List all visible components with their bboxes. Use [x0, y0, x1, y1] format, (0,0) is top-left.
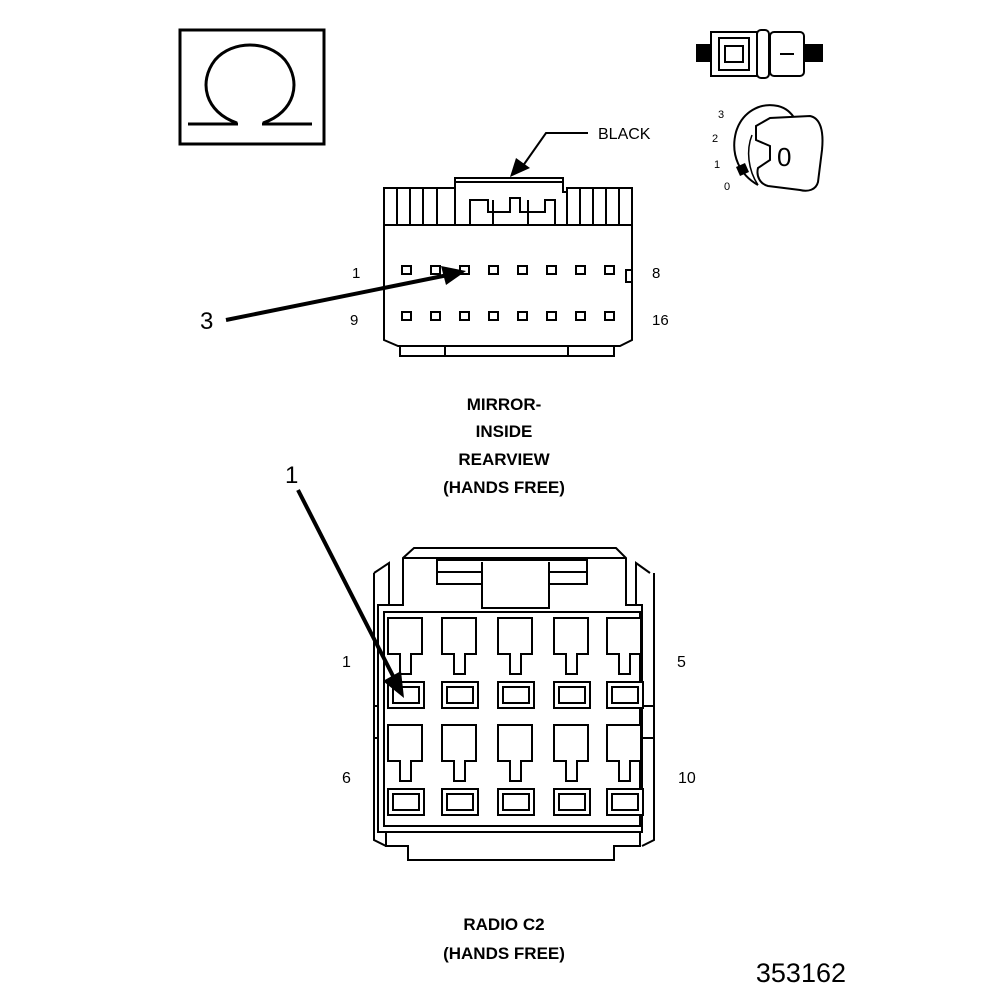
mirror-cavity-13: [517, 311, 528, 321]
mirror-caption-line-4: (HANDS FREE): [443, 478, 565, 497]
radio-cavity-6: [387, 724, 425, 816]
key-position-2: 2: [712, 133, 718, 145]
key-label: 0: [777, 142, 791, 172]
connector-plug-icon: [696, 29, 823, 79]
mirror-pin-label-1: 1: [352, 265, 360, 282]
mirror-pin-row-1: [401, 265, 615, 275]
mirror-cavity-4: [488, 265, 499, 275]
mirror-cavity-11: [459, 311, 470, 321]
color-label: BLACK: [598, 126, 651, 143]
radio-pin-label-1: 1: [342, 654, 351, 671]
mirror-pin-label-9: 9: [350, 312, 358, 329]
radio-cavity-9: [553, 724, 591, 816]
mirror-pin-label-16: 16: [652, 312, 669, 329]
mirror-connector: [383, 177, 633, 357]
key-position-1: 1: [714, 159, 720, 171]
radio-pin-label-5: 5: [677, 654, 686, 671]
radio-cavity-2: [441, 617, 479, 709]
mirror-pin-row-2: [401, 311, 615, 321]
key-position-3: 3: [718, 109, 724, 121]
mirror-pin-label-8: 8: [652, 265, 660, 282]
key-position-0: 0: [724, 181, 730, 193]
callout-1-label: 1: [285, 462, 298, 489]
radio-cavity-1: [387, 617, 425, 709]
radio-cavity-4: [553, 617, 591, 709]
mirror-caption-line-3: REARVIEW: [458, 450, 550, 469]
mirror-cavity-10: [430, 311, 441, 321]
radio-cavity-3: [497, 617, 535, 709]
callout-1-arrow: [296, 489, 404, 698]
radio-cavity-7: [441, 724, 479, 816]
radio-pin-label-10: 10: [678, 770, 696, 787]
radio-cavity-5: [606, 617, 644, 709]
ohm-symbol-icon: [178, 28, 326, 146]
mirror-cavity-14: [546, 311, 557, 321]
mirror-cavity-5: [517, 265, 528, 275]
mirror-cavity-8: [604, 265, 615, 275]
radio-caption-line-1: RADIO C2: [463, 915, 545, 934]
ignition-key-icon: 3 2 1 0 0: [712, 104, 824, 193]
callout-3-label: 3: [200, 308, 213, 335]
mirror-cavity-12: [488, 311, 499, 321]
callout-3-arrow: [225, 266, 466, 322]
radio-caption-line-2: (HANDS FREE): [443, 944, 565, 963]
radio-cavity-10: [606, 724, 644, 816]
mirror-caption-line-2: INSIDE: [475, 422, 533, 441]
color-leader-arrow: [510, 132, 588, 177]
mirror-caption-line-1: MIRROR-: [466, 395, 542, 414]
mirror-cavity-1: [401, 265, 412, 275]
figure-number: 353162: [755, 958, 846, 988]
radio-terminal-cells: [387, 617, 644, 816]
mirror-cavity-9: [401, 311, 412, 321]
radio-cavity-8: [497, 724, 535, 816]
mirror-cavity-2: [430, 265, 441, 275]
radio-pin-label-6: 6: [342, 770, 351, 787]
mirror-cavity-15: [575, 311, 586, 321]
mirror-cavity-16: [604, 311, 615, 321]
mirror-cavity-7: [575, 265, 586, 275]
mirror-cavity-6: [546, 265, 557, 275]
